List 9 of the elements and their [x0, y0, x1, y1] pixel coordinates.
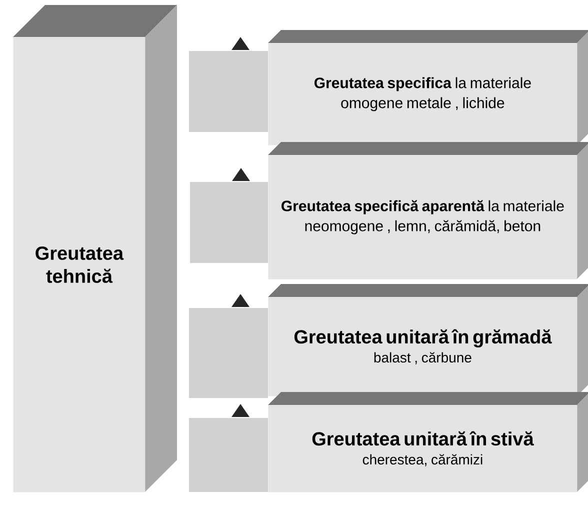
arrow-block — [189, 404, 268, 492]
text-block: Greutatea specifica la materiale omogene metale , lichide — [268, 30, 588, 146]
arrow-block — [189, 37, 268, 132]
text-block: Greutatea unitară în grămadă balast , cărbune — [268, 284, 588, 396]
text-block: Greutatea unitară în stivă cherestea, cărămizi — [268, 392, 588, 492]
column-block: Greutatea tehnică — [13, 5, 177, 492]
arrow-block — [190, 168, 268, 263]
arrow-block — [189, 294, 268, 398]
text-block: Greutatea specifică aparentă la materiale neomogene , lemn, cărămidă, beton — [268, 142, 588, 280]
